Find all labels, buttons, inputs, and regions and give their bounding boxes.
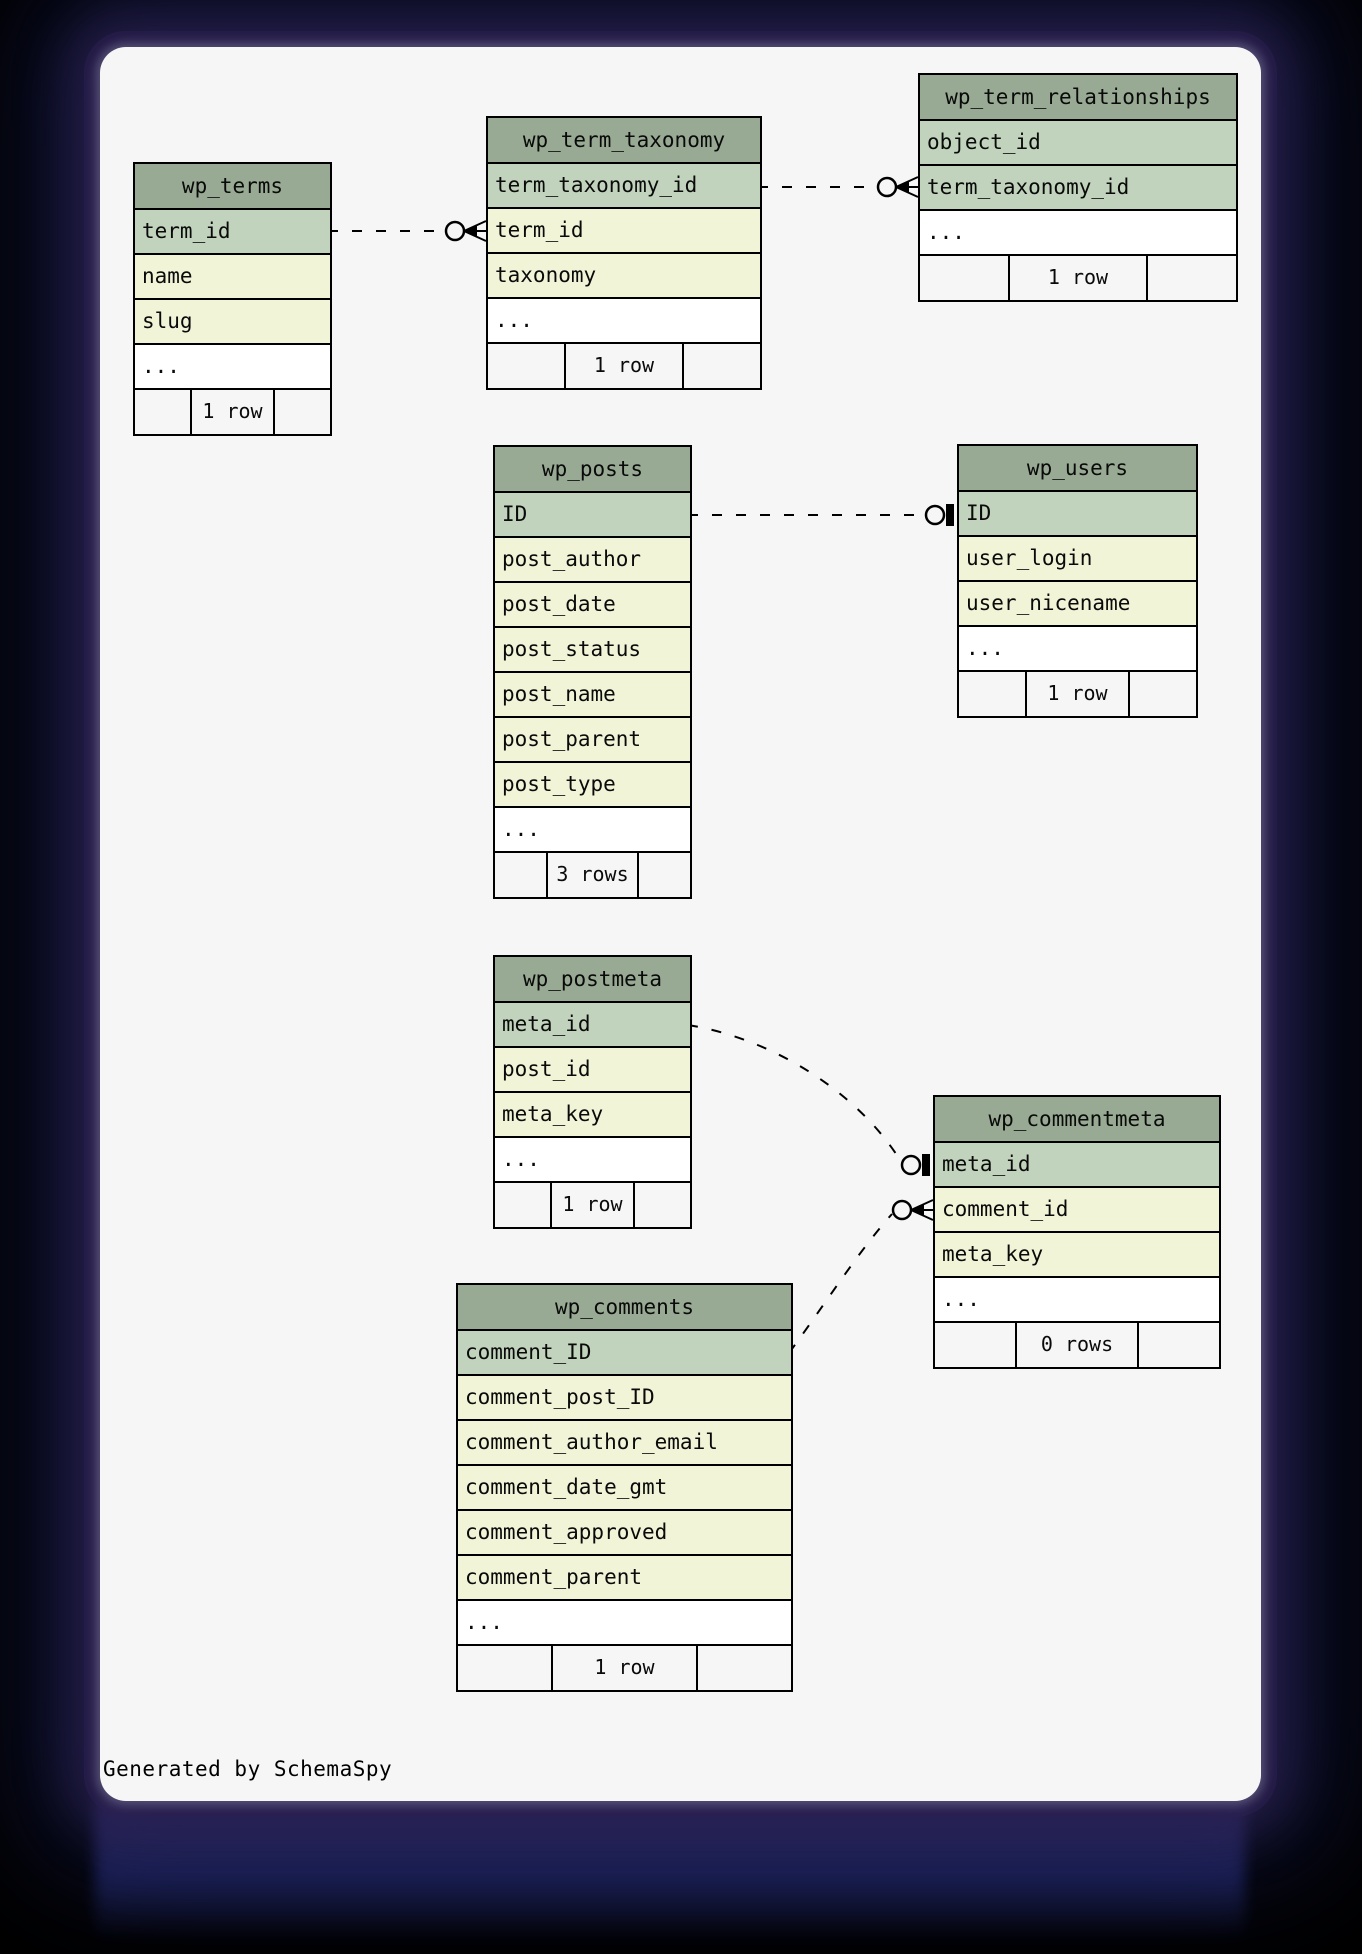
footer-cell: [488, 344, 564, 388]
column-term_taxonomy_id: term_taxonomy_id: [920, 166, 1236, 211]
row-count: 0 rows: [1014, 1323, 1140, 1367]
more-columns-row: ...: [920, 211, 1236, 256]
row-count-footer: 1 row: [135, 390, 330, 434]
table-title[interactable]: wp_term_taxonomy: [488, 118, 760, 164]
footer-cell: [1148, 256, 1236, 300]
footer-cell: [275, 390, 330, 434]
row-count-footer: 1 row: [458, 1646, 791, 1690]
column-taxonomy: taxonomy: [488, 254, 760, 299]
table-title[interactable]: wp_postmeta: [495, 957, 690, 1003]
column-meta_key: meta_key: [495, 1093, 690, 1138]
row-count: 1 row: [189, 390, 276, 434]
footer-cell: [935, 1323, 1015, 1367]
column-post_name: post_name: [495, 673, 690, 718]
column-comment_id: comment_id: [935, 1188, 1219, 1233]
column-user_login: user_login: [959, 537, 1196, 582]
column-meta_id: meta_id: [935, 1143, 1219, 1188]
column-post_parent: post_parent: [495, 718, 690, 763]
column-post_date: post_date: [495, 583, 690, 628]
more-columns-row: ...: [488, 299, 760, 344]
column-term_taxonomy_id: term_taxonomy_id: [488, 164, 760, 209]
footer-cell: [1139, 1323, 1219, 1367]
footer-cell: [458, 1646, 551, 1690]
footer-cell: [1130, 672, 1196, 716]
column-object_id: object_id: [920, 121, 1236, 166]
footer-cell: [635, 1183, 690, 1227]
footer-cell: [639, 853, 690, 897]
column-term_id: term_id: [135, 210, 330, 255]
row-count-footer: 1 row: [920, 256, 1236, 300]
more-columns-row: ...: [458, 1601, 791, 1646]
schemaspy-credit: Generated by SchemaSpy: [103, 1757, 393, 1781]
column-post_type: post_type: [495, 763, 690, 808]
table-title[interactable]: wp_users: [959, 446, 1196, 492]
table-title[interactable]: wp_commentmeta: [935, 1097, 1219, 1143]
background-glow: [95, 1800, 1245, 1940]
footer-cell: [135, 390, 190, 434]
footer-cell: [959, 672, 1025, 716]
more-columns-row: ...: [959, 627, 1196, 672]
footer-cell: [495, 853, 546, 897]
column-comment_post_ID: comment_post_ID: [458, 1376, 791, 1421]
row-count: 1 row: [551, 1646, 698, 1690]
column-term_id: term_id: [488, 209, 760, 254]
footer-cell: [684, 344, 760, 388]
more-columns-row: ...: [135, 345, 330, 390]
column-comment_ID: comment_ID: [458, 1331, 791, 1376]
column-post_status: post_status: [495, 628, 690, 673]
more-columns-row: ...: [495, 1138, 690, 1183]
column-ID: ID: [959, 492, 1196, 537]
row-count-footer: 3 rows: [495, 853, 690, 897]
table-title[interactable]: wp_term_relationships: [920, 75, 1236, 121]
row-count: 3 rows: [546, 853, 639, 897]
more-columns-row: ...: [935, 1278, 1219, 1323]
row-count: 1 row: [1008, 256, 1148, 300]
table-title[interactable]: wp_posts: [495, 447, 690, 493]
column-post_id: post_id: [495, 1048, 690, 1093]
row-count-footer: 1 row: [495, 1183, 690, 1227]
column-meta_id: meta_id: [495, 1003, 690, 1048]
row-count: 1 row: [1025, 672, 1130, 716]
row-count: 1 row: [564, 344, 684, 388]
footer-cell: [495, 1183, 550, 1227]
column-slug: slug: [135, 300, 330, 345]
column-meta_key: meta_key: [935, 1233, 1219, 1278]
footer-cell: [920, 256, 1008, 300]
column-user_nicename: user_nicename: [959, 582, 1196, 627]
footer-cell: [698, 1646, 791, 1690]
row-count-footer: 0 rows: [935, 1323, 1219, 1367]
row-count: 1 row: [549, 1183, 636, 1227]
more-columns-row: ...: [495, 808, 690, 853]
column-comment_approved: comment_approved: [458, 1511, 791, 1556]
column-comment_date_gmt: comment_date_gmt: [458, 1466, 791, 1511]
column-post_author: post_author: [495, 538, 690, 583]
column-ID: ID: [495, 493, 690, 538]
row-count-footer: 1 row: [488, 344, 760, 388]
column-name: name: [135, 255, 330, 300]
table-title[interactable]: wp_comments: [458, 1285, 791, 1331]
table-title[interactable]: wp_terms: [135, 164, 330, 210]
column-comment_author_email: comment_author_email: [458, 1421, 791, 1466]
row-count-footer: 1 row: [959, 672, 1196, 716]
column-comment_parent: comment_parent: [458, 1556, 791, 1601]
